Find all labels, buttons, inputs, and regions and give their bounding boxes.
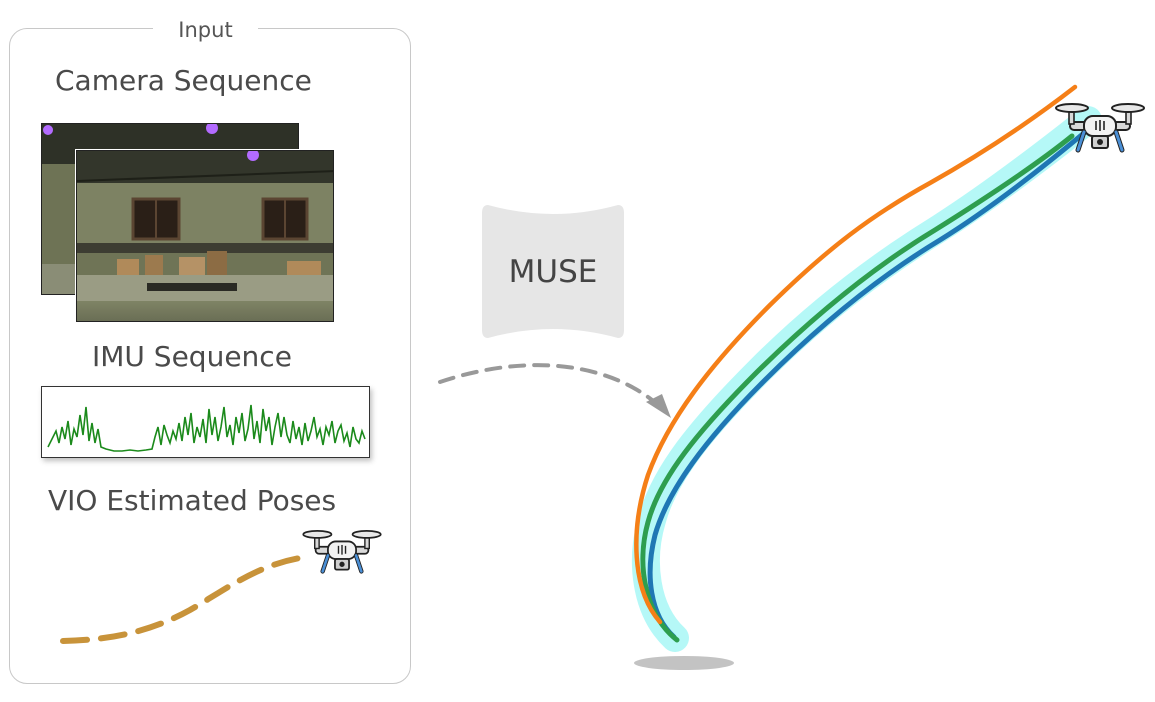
uncertainty-band bbox=[631, 106, 1102, 652]
imu-signal-svg bbox=[47, 404, 366, 452]
green-trajectory bbox=[640, 133, 1075, 643]
imu-signal-plot bbox=[41, 386, 370, 458]
dashed-arrow-icon bbox=[646, 394, 671, 418]
camera-frame-front bbox=[76, 150, 334, 322]
orange-trajectory bbox=[634, 84, 1078, 625]
blue-trajectory bbox=[647, 125, 1093, 640]
drone-icon bbox=[303, 531, 380, 571]
input-panel-title: Input bbox=[153, 15, 258, 45]
vio-trajectory bbox=[60, 555, 303, 644]
muse-block bbox=[482, 205, 624, 338]
vio-estimated-poses-heading: VIO Estimated Poses bbox=[48, 484, 337, 517]
camera-sequence-heading: Camera Sequence bbox=[55, 64, 312, 97]
muse-label: MUSE bbox=[508, 254, 598, 290]
dashed-arrow bbox=[438, 363, 654, 402]
ground-shadow bbox=[634, 656, 734, 670]
imu-sequence-heading: IMU Sequence bbox=[92, 340, 292, 373]
